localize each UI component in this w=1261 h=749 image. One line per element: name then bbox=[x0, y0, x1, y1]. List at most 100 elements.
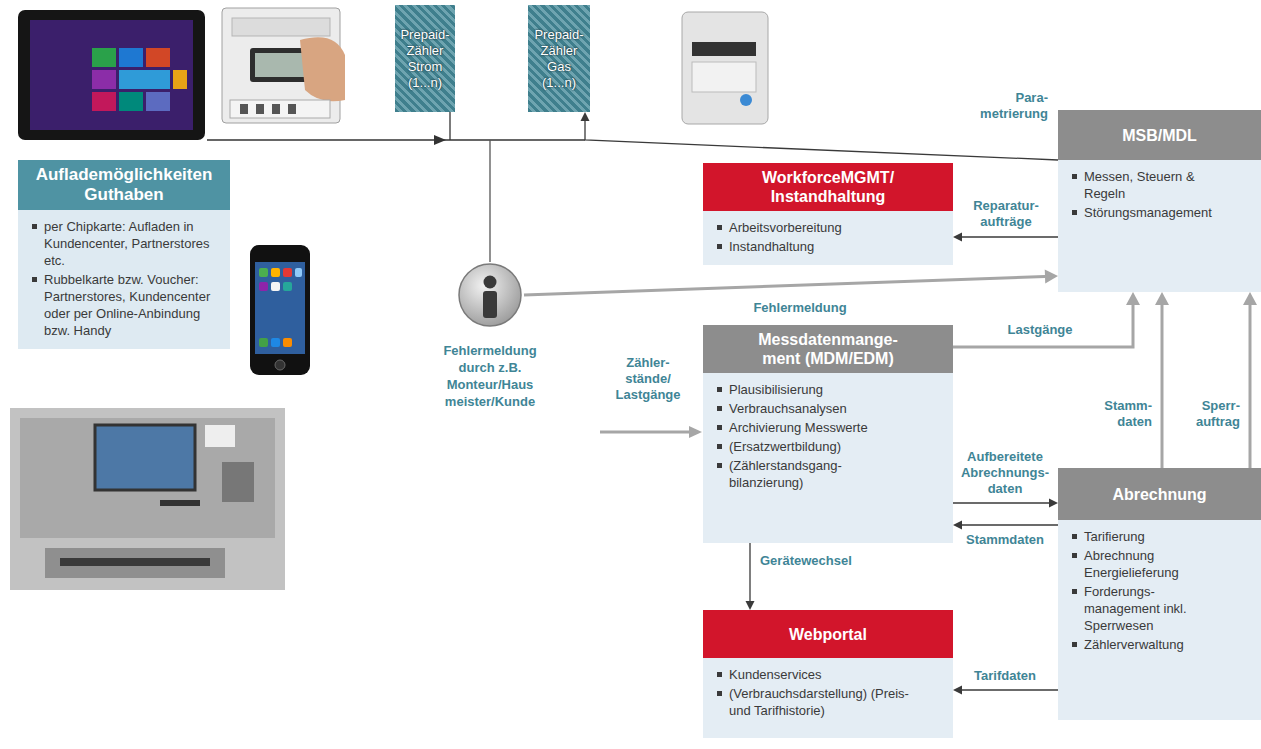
connector-label: Tarifdaten bbox=[955, 668, 1055, 684]
arrowhead bbox=[1243, 292, 1257, 305]
phone-screen bbox=[255, 262, 305, 354]
connector-arrow bbox=[1155, 292, 1169, 468]
bullet-item: per Chipkarte: Aufladen in Kundencenter,… bbox=[32, 218, 220, 269]
phone-icon bbox=[271, 268, 280, 277]
tablet-tile bbox=[146, 92, 170, 111]
person-node: Fehlermeldung durch z.B. Monteur/Haus me… bbox=[435, 262, 545, 410]
arrowhead bbox=[953, 233, 962, 242]
hand bbox=[300, 37, 345, 101]
bullet-item: Instandhaltung bbox=[717, 238, 933, 255]
box-body: ArbeitsvorbereitungInstandhaltung bbox=[703, 211, 953, 265]
person-head bbox=[484, 276, 497, 289]
tablet-tile bbox=[92, 70, 116, 89]
phone-button bbox=[275, 360, 285, 370]
connector-label: Lastgänge bbox=[990, 322, 1090, 338]
box-body: per Chipkarte: Aufladen in Kundencenter,… bbox=[18, 210, 230, 349]
prepaid-meter-box: Prepaid-Zähler Strom (1...n) bbox=[395, 5, 455, 112]
tablet-tile bbox=[119, 70, 170, 89]
phone-icon bbox=[271, 338, 280, 347]
bullet-item: Abrechnung Energielieferung bbox=[1072, 547, 1225, 581]
person-body bbox=[483, 291, 497, 318]
box-heading: WorkforceMGMT/ Instandhaltung bbox=[703, 163, 953, 211]
reading-arrowhead bbox=[689, 426, 702, 438]
tablet-screen bbox=[30, 20, 193, 130]
box-body: Kundenservices (Verbrauchsdarstellung) (P… bbox=[703, 658, 953, 738]
bullet-item: Verbrauchsanalysen bbox=[717, 400, 873, 417]
flow-label: Zähler-stände/ Lastgänge bbox=[608, 355, 688, 403]
connector-arrow bbox=[524, 269, 1058, 295]
bullet-item: Rubbelkarte bzw. Voucher: Partnerstores,… bbox=[32, 271, 220, 339]
arrowhead bbox=[1155, 292, 1169, 305]
atm-keypad bbox=[222, 462, 254, 502]
reading-arrow bbox=[600, 431, 690, 434]
gas-meter-body bbox=[682, 12, 768, 124]
arrowhead bbox=[1049, 499, 1058, 508]
phone-icon bbox=[259, 338, 268, 347]
arrowhead bbox=[746, 601, 755, 610]
bullet-item: Archivierung Messwerte bbox=[717, 419, 873, 436]
meter-terminal bbox=[256, 104, 264, 114]
connector-label: Stammdaten bbox=[955, 532, 1055, 548]
bullet-item: (Zählerstandsgang-bilanzierung) bbox=[717, 457, 873, 491]
box-heading: Auflademöglichkeiten Guthaben bbox=[18, 160, 230, 210]
connector-arrow bbox=[953, 686, 1058, 695]
connector-line bbox=[1161, 305, 1164, 468]
tablet-tile bbox=[173, 70, 187, 89]
connector-label: Sperr-auftrag bbox=[1176, 398, 1242, 430]
phone-icon bbox=[283, 282, 292, 291]
bullet-item: Kundenservices bbox=[717, 666, 913, 683]
meter-terminal bbox=[272, 104, 280, 114]
box-body: PlausibilisierungVerbrauchsanalysenArchi… bbox=[703, 373, 953, 543]
arrowhead bbox=[953, 686, 962, 695]
person-icon bbox=[457, 262, 523, 328]
meter-part bbox=[232, 18, 330, 36]
phone-icon bbox=[271, 282, 280, 291]
tablet-tile bbox=[119, 92, 143, 111]
phone-icon bbox=[259, 268, 268, 277]
connector-line bbox=[524, 276, 1045, 295]
connector-label: Aufbereitete Abrechnungs-daten bbox=[955, 449, 1055, 497]
connector-line bbox=[962, 236, 1058, 237]
connector-line bbox=[953, 502, 1049, 503]
atm-card-slot bbox=[160, 500, 200, 506]
connector-label: Stamm-daten bbox=[1088, 398, 1154, 430]
atm-slot bbox=[60, 558, 210, 566]
connector-line bbox=[962, 689, 1058, 690]
meter-terminal bbox=[288, 104, 296, 114]
arrowhead bbox=[1045, 269, 1058, 283]
box-heading: Webportal bbox=[703, 610, 953, 658]
connector-line bbox=[962, 524, 1058, 525]
bullet-item: (Ersatzwertbildung) bbox=[717, 438, 873, 455]
person-caption: Fehlermeldung durch z.B. Monteur/Haus me… bbox=[435, 342, 545, 410]
phone-icon bbox=[295, 268, 302, 277]
bullet-item: Zählerverwaltung bbox=[1072, 636, 1225, 653]
system-box: AbrechnungTarifierungAbrechnung Energiel… bbox=[1058, 468, 1261, 720]
bullet-item: (Verbrauchsdarstellung) (Preis- und Tari… bbox=[717, 685, 913, 719]
connector-line bbox=[749, 543, 750, 601]
prepaid-meter-box: Prepaid-Zähler Gas (1...n) bbox=[528, 5, 590, 112]
person-line bbox=[489, 140, 490, 262]
bullet-item: Forderungs-management inkl. Sperrwesen bbox=[1072, 583, 1225, 634]
box-body: TarifierungAbrechnung EnergielieferungFo… bbox=[1058, 520, 1261, 720]
bullet-item: Tarifierung bbox=[1072, 528, 1225, 545]
atm-panel bbox=[20, 418, 275, 538]
meter-tick bbox=[449, 112, 450, 140]
connector-label: Para-metrierung bbox=[960, 90, 1050, 122]
connector-arrow bbox=[953, 499, 1058, 508]
gas-meter-plate bbox=[692, 62, 756, 92]
atm-dispenser bbox=[45, 548, 225, 578]
meter-label: Prepaid-Zähler Gas (1...n) bbox=[528, 25, 590, 93]
phone-icon bbox=[283, 268, 292, 277]
charge-arrowhead bbox=[434, 135, 446, 145]
meter-terminal-cover bbox=[230, 100, 330, 118]
phone-icon bbox=[259, 282, 268, 291]
tablet-tile bbox=[92, 48, 116, 67]
connector-arrow bbox=[953, 521, 1058, 530]
meter-terminal bbox=[240, 104, 248, 114]
box-heading: Messdatenmange-ment (MDM/EDM) bbox=[703, 325, 953, 373]
tablet-tile bbox=[119, 48, 143, 67]
connector-line bbox=[953, 305, 1133, 347]
phone-frame bbox=[250, 245, 310, 375]
gas-meter-counter bbox=[692, 42, 756, 56]
